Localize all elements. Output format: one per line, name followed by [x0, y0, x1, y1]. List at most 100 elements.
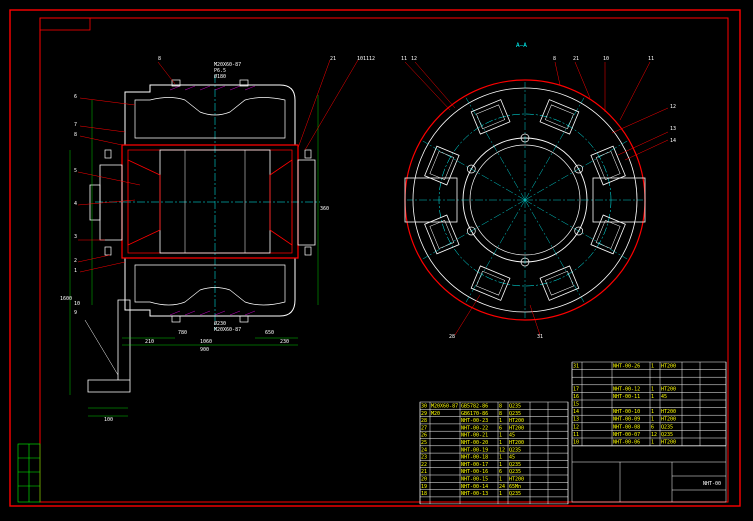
part-number: 8	[553, 56, 556, 62]
parts-table-cell: HT200	[509, 477, 524, 483]
title-block-cell: 14	[573, 409, 579, 415]
parts-table-cell: 24	[499, 484, 505, 490]
title-block-cell: 6	[651, 424, 654, 430]
title-block-cell: NHT-00-10	[613, 409, 640, 415]
hatch-top	[169, 85, 256, 91]
inner-frame	[39, 17, 729, 503]
roller-pocket	[470, 265, 511, 301]
bolt-hole	[466, 164, 476, 174]
front-leaders	[77, 59, 359, 273]
title-block-cell: 1	[651, 409, 654, 415]
upper-housing	[124, 84, 296, 146]
parts-table-cell: 30	[421, 404, 427, 410]
bolt-hole	[574, 226, 584, 236]
title-block-cell: 1	[651, 364, 654, 370]
parts-table-cell: NHT-00-21	[461, 433, 488, 439]
parts-table-cell: 8	[499, 404, 502, 410]
part-number: 13	[670, 126, 676, 132]
parts-table-cell: NHT-00-17	[461, 462, 488, 468]
parts-table-cell: 1	[499, 477, 502, 483]
parts-table-grid	[419, 401, 569, 505]
dimension-label: 650	[265, 330, 274, 336]
bracket-leader	[84, 319, 119, 376]
parts-table-cell: NHT-00-16	[461, 469, 488, 475]
part-number: 3	[74, 234, 77, 240]
title-block-cell: 1	[651, 386, 654, 392]
parts-table-cell: Q235	[509, 411, 521, 417]
part-number: 21	[573, 56, 579, 62]
parts-table-cell: 24	[421, 447, 427, 453]
right-hub	[297, 159, 316, 246]
parts-table-cell: 19	[421, 484, 427, 490]
part-number: 31	[537, 334, 543, 340]
title-block-cell: 17	[573, 386, 579, 392]
parts-table-cell: 6	[499, 425, 502, 431]
parts-table-cell: 21	[421, 469, 427, 475]
title-block-cell: 13	[573, 417, 579, 423]
title-block-cell: NHT-00-07	[613, 432, 640, 438]
parts-table-cell: 1	[499, 462, 502, 468]
parts-table-cell: 1	[499, 455, 502, 461]
parts-table-cell: 25	[421, 440, 427, 446]
left-lug	[404, 177, 458, 223]
title-block-cell: NHT-00-11	[613, 394, 640, 400]
parts-table-cell: 29	[421, 411, 427, 417]
part-number: 11	[401, 56, 407, 62]
parts-table-cell: NHT-00-23	[461, 418, 488, 424]
dimension-label: 360	[320, 206, 329, 212]
part-number: 10	[74, 301, 80, 307]
title-block-cell: 1	[651, 417, 654, 423]
parts-table-cell: 28	[421, 418, 427, 424]
roller-pocket	[539, 265, 580, 301]
roller-pocket	[424, 145, 460, 186]
part-number: 10	[357, 56, 363, 62]
part-number: 6	[74, 94, 77, 100]
section-leaders	[404, 61, 669, 336]
bolt-hole	[574, 164, 584, 174]
left-hub	[99, 164, 123, 241]
top-left-tab	[39, 17, 91, 31]
title-block-cell: 12	[651, 432, 657, 438]
title-block-cell: 45	[661, 394, 667, 400]
parts-table-cell: NHT-00-15	[461, 477, 488, 483]
parts-table-cell: 6	[499, 469, 502, 475]
outer-frame	[9, 9, 741, 507]
bolt-hole	[520, 133, 530, 143]
parts-table-cell: 45	[509, 433, 515, 439]
bolt-hole	[520, 257, 530, 267]
parts-table-cell: Q235	[509, 491, 521, 497]
parts-table-cell: 27	[421, 425, 427, 431]
parts-table-cell: Q235	[509, 404, 521, 410]
upper-housing-inner	[134, 97, 286, 139]
lower-housing-inner	[134, 264, 286, 306]
roller-pocket	[424, 214, 460, 255]
part-number: 21	[330, 56, 336, 62]
roller-pocket	[539, 99, 580, 135]
top-note: M20X60-87	[214, 62, 241, 68]
part-number: 14	[670, 138, 676, 144]
roller-pocket	[590, 214, 626, 255]
dimension-label: 780	[178, 330, 187, 336]
parts-table-cell: NHT-00-18	[461, 455, 488, 461]
dimension-label: 100	[104, 417, 113, 423]
title-block-cell: 12	[573, 424, 579, 430]
title-block-cell: NHT-00-08	[613, 424, 640, 430]
bottom-note: M20X60-87	[214, 327, 241, 333]
parts-table-cell: Q235	[509, 447, 521, 453]
parts-table-cell: Q235	[509, 462, 521, 468]
parts-table-cell: 65Mn	[509, 484, 521, 490]
parts-table-cell: 23	[421, 455, 427, 461]
title-block-cell: Q235	[661, 424, 673, 430]
parts-table-cell: 1	[499, 418, 502, 424]
title-block-cell: 11	[573, 432, 579, 438]
bottom-note: Ø230	[214, 320, 226, 327]
title-block-cell: HT200	[661, 417, 676, 423]
title-block-cell: Q235	[661, 432, 673, 438]
lower-housing	[124, 257, 296, 317]
bolts	[104, 79, 312, 323]
parts-table-cell: NHT-00-14	[461, 484, 488, 490]
parts-table-cell: NHT-00-22	[461, 425, 488, 431]
